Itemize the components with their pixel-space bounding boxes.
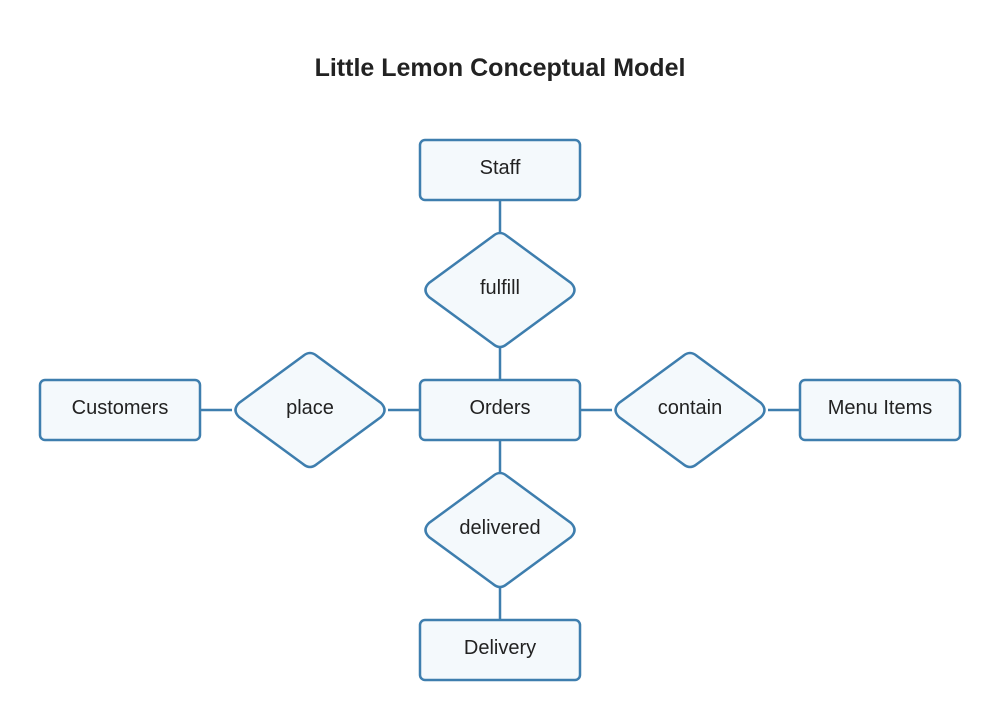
relationship-delivered-label: delivered: [459, 517, 540, 539]
diagram-title: Little Lemon Conceptual Model: [315, 54, 686, 82]
entity-staff-label: Staff: [480, 157, 521, 179]
relationship-contain-diamond: [614, 351, 766, 469]
relationship-fulfill[interactable]: fulfill: [424, 231, 576, 349]
entity-staff-box: [418, 138, 582, 202]
entity-customers-label: Customers: [72, 397, 169, 419]
entity-orders-box: [418, 378, 582, 442]
entity-delivery-box: [418, 618, 582, 682]
connectors: [200, 200, 800, 620]
relationship-fulfill-diamond: [424, 231, 576, 349]
entity-delivery-label: Delivery: [464, 637, 536, 659]
relationship-delivered-diamond: [424, 471, 576, 589]
entity-orders[interactable]: Orders: [418, 378, 582, 442]
entity-delivery[interactable]: Delivery: [418, 618, 582, 682]
entity-menu-items[interactable]: Menu Items: [798, 378, 962, 442]
entity-customers-box: [38, 378, 202, 442]
relationship-contain-label: contain: [658, 397, 723, 419]
entity-menu-items-box: [798, 378, 962, 442]
entity-staff[interactable]: Staff: [418, 138, 582, 202]
entity-orders-label: Orders: [469, 397, 530, 419]
relationship-delivered[interactable]: delivered: [424, 471, 576, 589]
relationship-contain[interactable]: contain: [614, 351, 766, 469]
relationship-fulfill-label: fulfill: [480, 277, 520, 299]
relationship-place[interactable]: place: [234, 351, 386, 469]
entity-menu-items-label: Menu Items: [828, 397, 932, 419]
relationship-place-diamond: [234, 351, 386, 469]
relationship-place-label: place: [286, 397, 334, 419]
entity-customers[interactable]: Customers: [38, 378, 202, 442]
